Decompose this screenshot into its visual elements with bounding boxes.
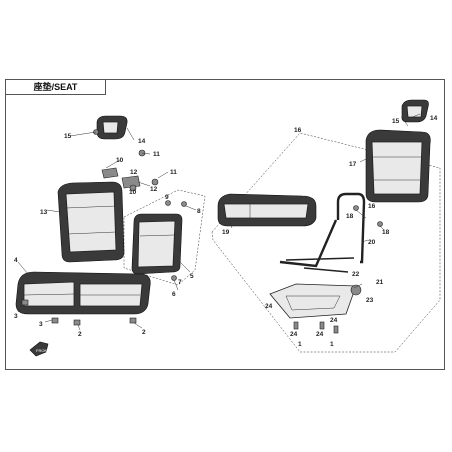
callout-24c: 24 xyxy=(316,331,324,338)
callout-labels: 15 14 11 10 11 12 10 12 13 9 8 7 6 5 4 3… xyxy=(14,115,438,348)
callout-1b: 1 xyxy=(330,341,334,348)
svg-text:FRONT: FRONT xyxy=(36,348,50,353)
callout-11b: 11 xyxy=(170,169,177,176)
callout-3b: 3 xyxy=(39,321,43,328)
callout-9: 9 xyxy=(165,194,169,201)
callout-7: 7 xyxy=(178,279,182,286)
leader-lines xyxy=(17,113,421,331)
seat-frame-tube xyxy=(279,192,366,273)
right-assembly-outline xyxy=(211,132,441,353)
callout-24: 24 xyxy=(265,303,273,310)
callout-15r: 15 xyxy=(392,118,400,125)
callout-14r: 14 xyxy=(430,115,438,122)
backrest-panel xyxy=(131,213,183,275)
screw-8 xyxy=(181,201,187,207)
base-plate xyxy=(269,283,362,319)
front-direction-arrow-icon: FRONT xyxy=(29,341,50,357)
callout-12b: 12 xyxy=(150,186,158,193)
callout-17: 17 xyxy=(349,161,357,168)
callout-10b: 10 xyxy=(129,189,137,196)
callout-20: 20 xyxy=(368,239,376,246)
callout-10: 10 xyxy=(116,157,124,164)
callout-14: 14 xyxy=(138,138,146,145)
page-title: 座垫/SEAT xyxy=(6,80,106,95)
left-seat-back xyxy=(57,181,125,263)
diagram-frame xyxy=(5,79,445,370)
callout-3: 3 xyxy=(14,313,18,320)
callout-8: 8 xyxy=(197,208,201,215)
bolts xyxy=(293,321,339,334)
callout-19: 19 xyxy=(222,229,230,236)
callout-5: 5 xyxy=(190,273,194,280)
callout-24d: 24 xyxy=(330,317,338,324)
callout-11: 11 xyxy=(153,151,160,158)
right-seat-cushion xyxy=(217,193,317,227)
callout-4: 4 xyxy=(14,257,18,264)
callout-1: 1 xyxy=(298,341,302,348)
callout-18b: 18 xyxy=(382,229,390,236)
callout-22: 22 xyxy=(352,271,360,278)
callout-2b: 2 xyxy=(142,329,146,336)
callout-16: 16 xyxy=(294,127,302,134)
right-seat-back xyxy=(365,129,431,203)
bench-seat-cushion xyxy=(15,271,151,315)
left-brackets xyxy=(93,129,159,192)
screw-6 xyxy=(171,275,177,281)
callout-2: 2 xyxy=(78,331,82,338)
left-headrest xyxy=(96,115,128,140)
callout-21: 21 xyxy=(376,279,384,286)
callout-18: 18 xyxy=(346,213,354,220)
callout-15: 15 xyxy=(64,133,72,140)
seat-feet xyxy=(21,299,137,326)
backrest-assembly-outline xyxy=(123,189,206,286)
screw-9 xyxy=(165,200,171,206)
callout-23: 23 xyxy=(366,297,374,304)
callout-12: 12 xyxy=(130,169,138,176)
screw-18a xyxy=(353,205,359,211)
screw-18b xyxy=(377,221,383,227)
callout-13: 13 xyxy=(40,209,48,216)
callout-6: 6 xyxy=(172,291,176,298)
callout-16r: 16 xyxy=(368,203,376,210)
callout-24b: 24 xyxy=(290,331,298,338)
right-headrest xyxy=(401,99,429,123)
